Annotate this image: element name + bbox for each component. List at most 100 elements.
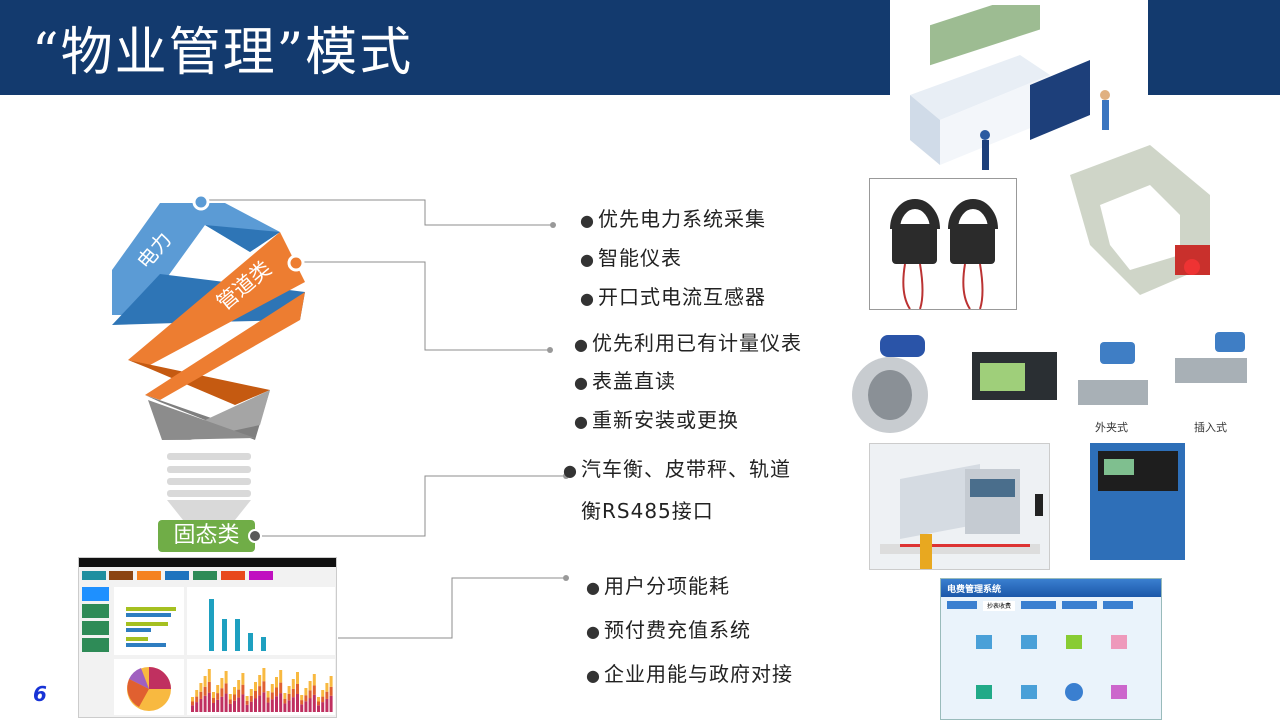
- thumbnail-bar: [304, 695, 308, 702]
- thumbnail-bar: [207, 692, 211, 712]
- thumbnail-bar: [195, 696, 199, 703]
- list-item: 表盖直读: [574, 365, 676, 394]
- thumbnail-bar: [199, 691, 203, 699]
- thumbnail-bar: [312, 694, 316, 712]
- thumbnail-bar: [216, 685, 220, 694]
- thumbnail-bar: [325, 691, 329, 699]
- thumbnail-bar: [262, 692, 266, 712]
- thumbnail-bar: [279, 682, 283, 694]
- thumbnail-bar: [216, 693, 220, 700]
- thumbnail-bar: [249, 695, 253, 702]
- thumbnail-bar: [287, 693, 291, 701]
- thumbnail-bar: [275, 696, 278, 712]
- thumbnail-bar: [321, 696, 325, 703]
- thumbnail-bar: [245, 704, 249, 712]
- thumbnail-bar: [203, 676, 207, 687]
- thumbnail-bar: [258, 675, 262, 687]
- list-item: 重新安装或更换: [574, 404, 739, 433]
- thumbnail-bar: [300, 695, 304, 701]
- list-item: 智能仪表: [580, 242, 682, 271]
- thumbnail-bar: [279, 693, 283, 712]
- list-item: 用户分项能耗: [586, 570, 730, 599]
- thumbnail-bar: [233, 687, 236, 695]
- thumbnail-bar: [233, 700, 236, 712]
- thumbnail-bar: [262, 681, 266, 693]
- thumbnail-bar: [304, 688, 308, 696]
- thumbnail-bar: [270, 692, 274, 700]
- thumbnail-bar: [233, 694, 236, 701]
- thumbnail-bar: [212, 698, 215, 703]
- thumbnail-bar: [237, 689, 241, 698]
- thumbnail-bar: [212, 692, 215, 698]
- thumbnail-bar: [296, 684, 299, 694]
- thumbnail-bar: [203, 686, 207, 696]
- thumbnail-bar: [241, 694, 245, 712]
- thumbnail-bar: [275, 677, 278, 688]
- thumbnail-bar: [220, 696, 224, 712]
- thumbnail-bar: [241, 673, 245, 685]
- thumbnail-bar: [308, 690, 312, 699]
- thumbnail-bar: [220, 688, 224, 697]
- thumbnail-bar: [283, 693, 287, 699]
- thumbnail-bar: [245, 696, 249, 701]
- thumbnail-bar: [199, 683, 203, 692]
- thumbnail-bar: [216, 699, 220, 712]
- thumbnail-bar: [312, 674, 316, 686]
- thumbnail-bar: [266, 697, 270, 703]
- thumbnail-bar: [321, 702, 325, 712]
- thumbnail-bar: [312, 685, 316, 695]
- thumbnail-bar: [199, 698, 203, 712]
- thumbnail-bar: [195, 702, 199, 712]
- thumbnail-bar: [287, 686, 291, 694]
- thumbnail-bar: [249, 689, 253, 696]
- thumbnail-bar: [224, 671, 228, 684]
- thumbnail-bar: [262, 668, 266, 682]
- thumbnail-bar: [283, 698, 287, 704]
- thumbnail-bar: [195, 690, 199, 697]
- list-item: 衡RS485接口: [581, 499, 714, 523]
- list-item: 预付费充值系统: [586, 614, 751, 643]
- thumbnail-bar: [329, 676, 333, 687]
- header-bar-right: [1148, 0, 1280, 95]
- thumbnail-bar: [325, 698, 329, 712]
- thumbnail-bar: [266, 691, 270, 698]
- thumbnail-bar: [308, 698, 312, 712]
- thumbnail-bar: [321, 690, 325, 697]
- thumbnail-bar: [237, 680, 241, 690]
- thumbnail-bar: [254, 698, 257, 712]
- truck-scale-photo: [869, 443, 1050, 570]
- thumbnail-bar: [241, 684, 245, 695]
- thumbnail-bar: [258, 695, 262, 712]
- thumbnail-bar: [291, 688, 295, 698]
- billing-tab-active: 抄表收费: [983, 601, 1015, 611]
- thumbnail-bar: [300, 700, 304, 705]
- thumbnail-bar: [291, 697, 295, 712]
- thumbnail-bar: [279, 670, 283, 683]
- thumbnail-bar: [254, 682, 257, 691]
- thumbnail-bar: [296, 694, 299, 712]
- bulb-dot-solid: [248, 529, 262, 543]
- billing-system-screenshot: 电费管理系统 抄表收费: [940, 578, 1162, 720]
- list-item: 优先利用已有计量仪表: [574, 327, 802, 356]
- thumbnail-bar: [325, 683, 329, 692]
- thumbnail-bar: [207, 681, 211, 693]
- meter-caption: 外夹式: [1095, 421, 1128, 434]
- energy-dashboard-screenshot: [78, 557, 337, 718]
- thumbnail-bar: [308, 681, 312, 691]
- thumbnail-bar: [317, 697, 320, 702]
- thumbnail-bar: [207, 669, 211, 682]
- thumbnail-bar: [329, 695, 333, 712]
- thumbnail-bar: [212, 703, 215, 712]
- thumbnail-bar: [275, 687, 278, 697]
- open-ct-sensor-photo: [1060, 135, 1230, 300]
- list-item: 优先电力系统采集: [580, 203, 766, 232]
- bulb-label-solid: 固态类: [158, 520, 255, 552]
- list-item: 开口式电流互感器: [580, 281, 766, 310]
- thumbnail-bar: [258, 686, 262, 696]
- thumbnail-bar: [300, 704, 304, 712]
- thumbnail-bar: [317, 705, 320, 712]
- split-core-ct-photo: [869, 178, 1017, 310]
- thumbnail-bar: [291, 679, 295, 689]
- list-item: 汽车衡、皮带秤、轨道: [563, 453, 791, 482]
